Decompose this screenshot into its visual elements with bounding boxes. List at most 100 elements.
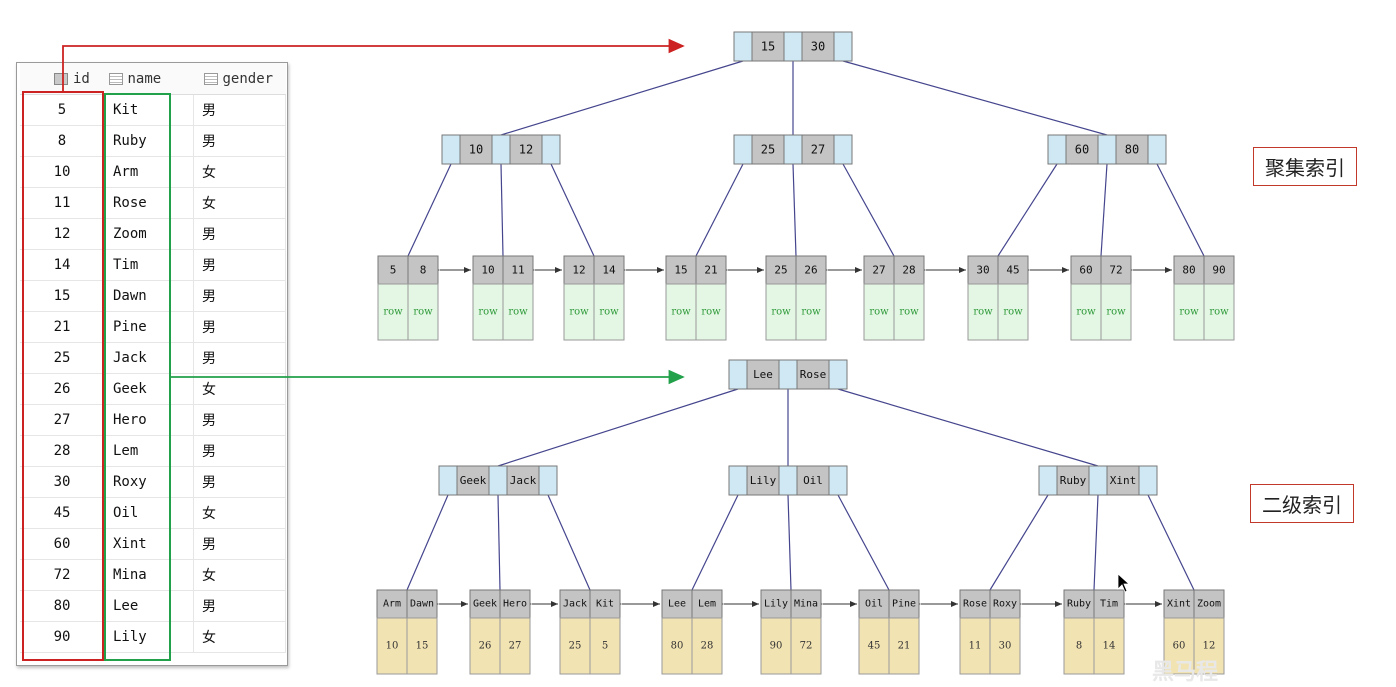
leaf-key-cell (1093, 589, 1125, 619)
node-pointer-cell (833, 134, 853, 165)
column-icon (108, 72, 123, 85)
leaf-row-label: row (413, 307, 433, 318)
cell-gender: 男 (193, 94, 286, 126)
leaf-key-cell (760, 589, 792, 619)
leaf-key-cell (593, 255, 625, 285)
leaf-key-label: 11 (511, 264, 524, 277)
leaf-data-label: 5 (602, 641, 608, 652)
leaf-key-label: Pine (892, 599, 916, 610)
cell-id: 80 (20, 590, 105, 622)
leaf-key-label: 8 (420, 264, 427, 277)
leaf-key-cell (863, 255, 895, 285)
leaf-key-label: 25 (774, 264, 787, 277)
cell-name: Arm (104, 156, 194, 188)
cell-gender: 男 (193, 590, 286, 622)
watermark-logo: 黑马程 (1152, 660, 1219, 685)
leaf-key-label: 15 (674, 264, 687, 277)
leaf-row-cell (1070, 283, 1102, 341)
cell-gender: 男 (193, 528, 286, 560)
node-key-label: Lee (753, 368, 773, 381)
node-pointer-cell (491, 134, 511, 165)
node-key-label: Ruby (1060, 474, 1087, 487)
cell-name: Lily (104, 621, 194, 653)
leaf-data-cell (1163, 617, 1195, 675)
leaf-key-cell (1193, 589, 1225, 619)
leaf-key-label: 60 (1079, 264, 1092, 277)
leaf-key-label: 14 (602, 264, 616, 277)
leaf-row-cell (593, 283, 625, 341)
cell-name: Ruby (104, 125, 194, 157)
leaf-data-label: 26 (479, 641, 492, 652)
leaf-row-cell (472, 283, 504, 341)
leaf-key-label: 12 (572, 264, 585, 277)
cell-id: 60 (20, 528, 105, 560)
cell-id: 25 (20, 342, 105, 374)
cell-id: 10 (20, 156, 105, 188)
leaf-key-label: 10 (481, 264, 494, 277)
cell-gender: 男 (193, 125, 286, 157)
node-pointer-cell (1047, 134, 1067, 165)
leaf-key-label: 80 (1182, 264, 1195, 277)
leaf-key-label: Jack (563, 599, 587, 610)
leaf-row-label: row (1179, 307, 1199, 318)
leaf-row-label: row (1076, 307, 1096, 318)
column-icon (203, 72, 218, 85)
leaf-key-cell (406, 589, 438, 619)
cell-gender: 男 (193, 404, 286, 436)
leaf-data-cell (1093, 617, 1125, 675)
leaf-key-cell (661, 589, 693, 619)
node-key-cell (506, 465, 540, 496)
cell-name: Kit (104, 94, 194, 126)
leaf-row-label: row (801, 307, 821, 318)
leaf-data-label: 28 (701, 641, 714, 652)
leaf-data-cell (499, 617, 531, 675)
leaf-key-label: 5 (390, 264, 397, 277)
leaf-data-label: 72 (800, 641, 813, 652)
leaf-row-cell (1203, 283, 1235, 341)
cell-name: Mina (104, 559, 194, 591)
cell-id: 15 (20, 280, 105, 312)
node-pointer-cell (488, 465, 508, 496)
node-key-cell (746, 465, 780, 496)
leaf-key-label: Tim (1100, 599, 1118, 610)
column-header-name[interactable]: name (104, 63, 194, 95)
node-pointer-cell (828, 359, 848, 390)
leaf-data-label: 27 (509, 641, 522, 652)
cell-name: Hero (104, 404, 194, 436)
leaf-data-label: 11 (969, 641, 982, 652)
leaf-row-cell (863, 283, 895, 341)
column-header-gender[interactable]: gender (193, 63, 286, 95)
table-header-row: id name gender (20, 63, 286, 95)
cell-gender: 男 (193, 249, 286, 281)
secondary-tree-edge (787, 494, 792, 591)
leaf-key-cell (407, 255, 439, 285)
leaf-key-cell (1100, 255, 1132, 285)
node-key-cell (751, 31, 785, 62)
leaf-key-cell (1063, 589, 1095, 619)
